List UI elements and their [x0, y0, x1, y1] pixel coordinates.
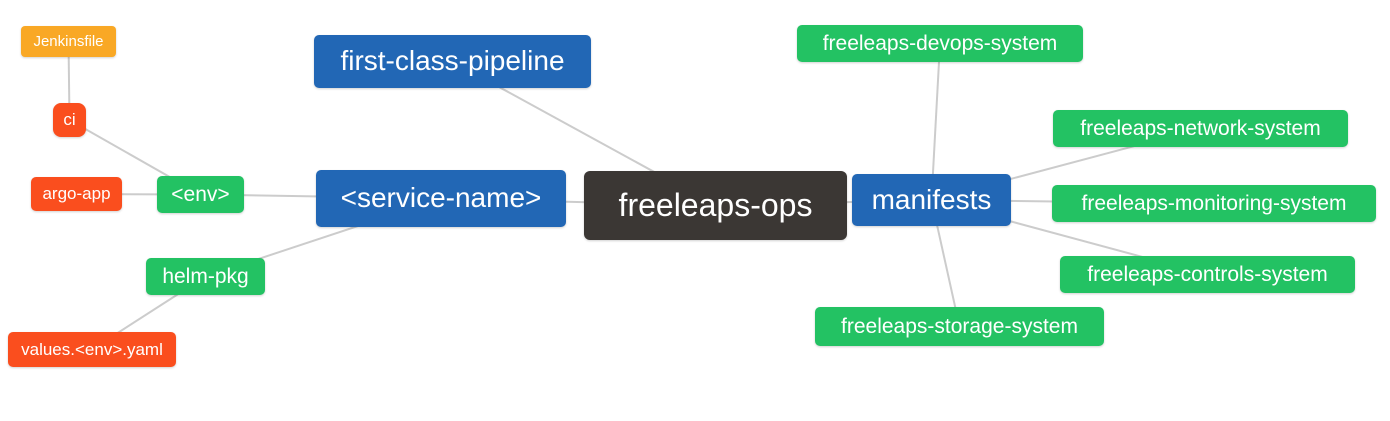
node-label: <service-name> [340, 182, 542, 213]
node-freeleaps-network-system[interactable]: freeleaps-network-system [1053, 110, 1348, 147]
node-label: values.<env>.yaml [21, 339, 163, 359]
node-label: freeleaps-monitoring-system [1081, 191, 1347, 215]
node-argo-app[interactable]: argo-app [31, 177, 122, 211]
node-label: freeleaps-network-system [1080, 116, 1321, 140]
node-env[interactable]: <env> [157, 176, 244, 213]
node-ci[interactable]: ci [53, 103, 86, 137]
node-freeleaps-ops[interactable]: freeleaps-ops [584, 171, 847, 240]
node-label: freeleaps-storage-system [841, 314, 1078, 338]
node-freeleaps-monitoring-system[interactable]: freeleaps-monitoring-system [1052, 185, 1376, 222]
node-manifests[interactable]: manifests [852, 174, 1011, 226]
edge-manifests--freeleaps-devops-system [930, 43, 941, 201]
node-label: <env> [171, 182, 230, 206]
node-freeleaps-devops-system[interactable]: freeleaps-devops-system [797, 25, 1083, 62]
node-label: Jenkinsfile [33, 32, 104, 50]
node-label: helm-pkg [162, 264, 249, 288]
node-label: freeleaps-controls-system [1087, 262, 1328, 286]
node-first-class-pipeline[interactable]: first-class-pipeline [314, 35, 591, 88]
node-freeleaps-controls-system[interactable]: freeleaps-controls-system [1060, 256, 1355, 293]
node-freeleaps-storage-system[interactable]: freeleaps-storage-system [815, 307, 1104, 346]
node-label: first-class-pipeline [340, 45, 565, 76]
node-jenkinsfile[interactable]: Jenkinsfile [21, 26, 116, 57]
node-label: freeleaps-devops-system [822, 31, 1058, 55]
node-label: argo-app [42, 184, 111, 203]
node-service-name[interactable]: <service-name> [316, 170, 566, 227]
node-label: freeleaps-ops [618, 187, 813, 223]
node-helm-pkg[interactable]: helm-pkg [146, 258, 265, 295]
node-values-env-yaml[interactable]: values.<env>.yaml [8, 332, 176, 367]
node-label: manifests [871, 183, 992, 215]
node-label: ci [63, 110, 76, 129]
